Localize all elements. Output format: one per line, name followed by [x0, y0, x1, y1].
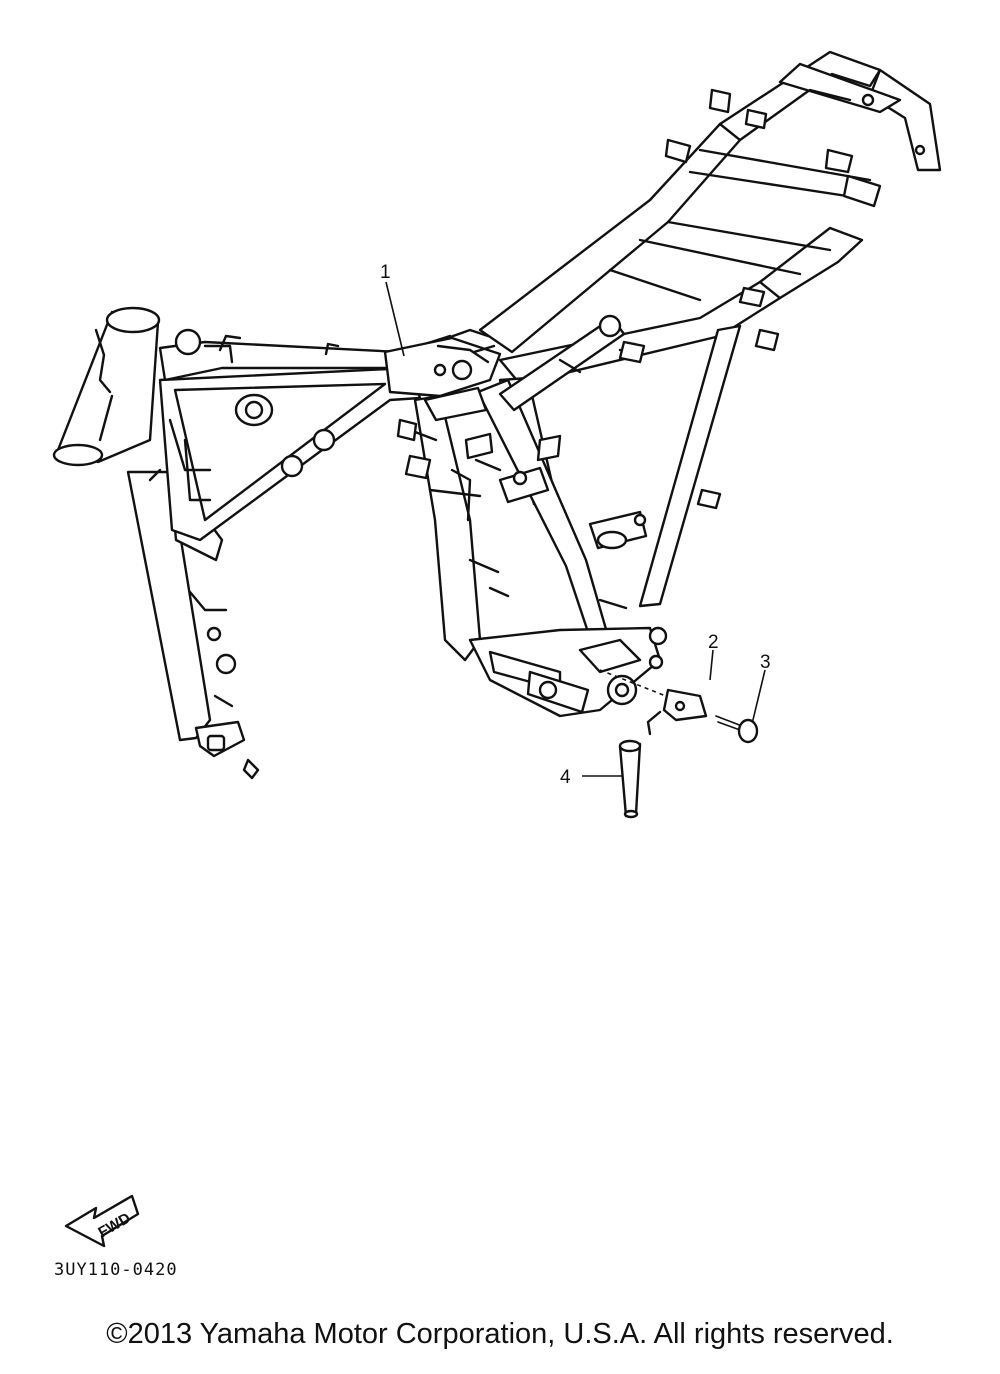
- callout-3: 3: [760, 652, 771, 673]
- diagram-code: 3UY110-0420: [54, 1260, 178, 1280]
- hose-part-4[interactable]: [618, 739, 642, 819]
- forward-direction-arrow-icon: FWD: [64, 1194, 140, 1248]
- leader-lines: [385, 281, 766, 777]
- copyright-notice: ©2013 Yamaha Motor Corporation, U.S.A. A…: [106, 1318, 894, 1350]
- callout-2: 2: [708, 632, 719, 653]
- callout-4: 4: [560, 767, 571, 788]
- frame-part-1[interactable]: [52, 50, 942, 780]
- callout-1: 1: [380, 262, 391, 283]
- bracket-part-2[interactable]: [646, 688, 708, 736]
- bolt-part-3[interactable]: [715, 715, 759, 744]
